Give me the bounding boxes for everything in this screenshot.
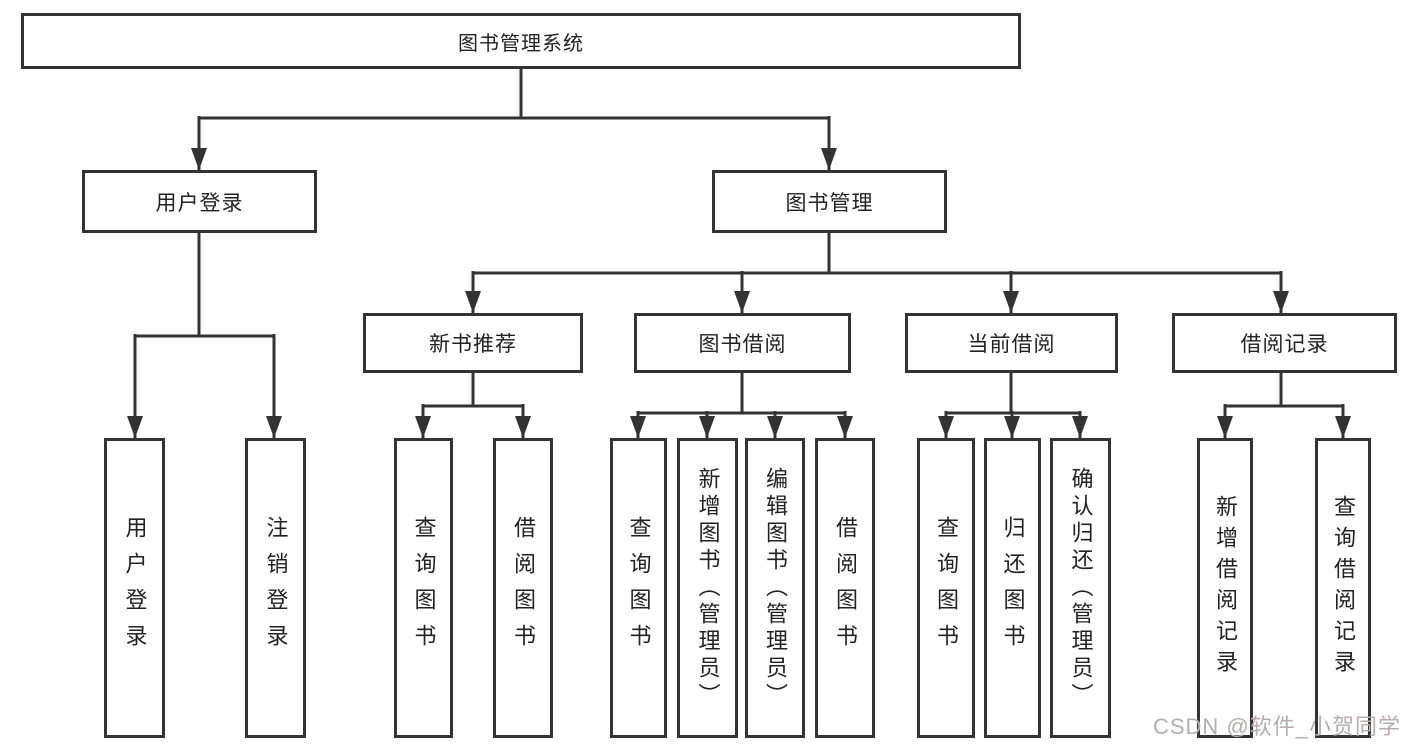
leaf-query-book-1-label: 查询图书 [411,516,437,660]
node-current-borrow-label: 当前借阅 [967,333,1056,356]
leaf-query-book-3-label: 查询图书 [934,516,959,660]
leaf-logout-label: 注销登录 [263,516,289,660]
leaf-add-borrow-record: 新增借阅记录 [1197,438,1253,738]
node-user-login-label: 用户登录 [155,191,244,215]
node-root-label: 图书管理系统 [458,32,584,55]
leaf-add-borrow-record-label: 新增借阅记录 [1213,495,1238,681]
node-book-borrow-label: 图书借阅 [698,333,787,356]
leaf-edit-book-admin: 编辑图书（管理员） [745,438,805,738]
leaf-borrow-book-1: 借阅图书 [493,438,553,738]
leaf-user-login: 用户登录 [104,438,165,738]
leaf-borrow-book-2-label: 借阅图书 [833,516,858,660]
leaf-add-book-admin-label: 新增图书（管理员） [695,466,721,710]
leaf-confirm-return-admin-label: 确认归还（管理员） [1068,466,1094,710]
leaf-query-book-2: 查询图书 [610,438,667,738]
node-book-management-label: 图书管理 [785,191,874,215]
leaf-borrow-book-2: 借阅图书 [815,438,875,738]
node-current-borrow: 当前借阅 [905,313,1118,373]
leaf-user-login-label: 用户登录 [122,516,148,660]
leaf-logout: 注销登录 [245,438,306,738]
leaf-query-borrow-record: 查询借阅记录 [1315,438,1371,738]
csdn-watermark: CSDN @软件_小贺同学 [1152,714,1401,739]
leaf-return-book: 归还图书 [984,438,1041,738]
node-borrow-records: 借阅记录 [1172,313,1397,373]
leaf-query-book-1: 查询图书 [394,438,453,738]
node-book-management: 图书管理 [712,170,947,233]
node-new-book-recommend: 新书推荐 [363,313,583,373]
node-user-login: 用户登录 [82,170,317,233]
leaf-edit-book-admin-label: 编辑图书（管理员） [763,466,788,710]
leaf-return-book-label: 归还图书 [1000,516,1026,660]
leaf-add-book-admin: 新增图书（管理员） [677,438,738,738]
leaf-query-book-3: 查询图书 [917,438,975,738]
leaf-borrow-book-1-label: 借阅图书 [511,516,536,660]
leaf-query-book-2-label: 查询图书 [626,516,652,660]
node-new-book-recommend-label: 新书推荐 [429,333,517,356]
node-borrow-records-label: 借阅记录 [1240,333,1329,356]
node-book-borrow: 图书借阅 [634,313,851,373]
leaf-confirm-return-admin: 确认归还（管理员） [1050,438,1111,738]
leaf-query-borrow-record-label: 查询借阅记录 [1331,495,1356,681]
node-root: 图书管理系统 [21,13,1021,69]
